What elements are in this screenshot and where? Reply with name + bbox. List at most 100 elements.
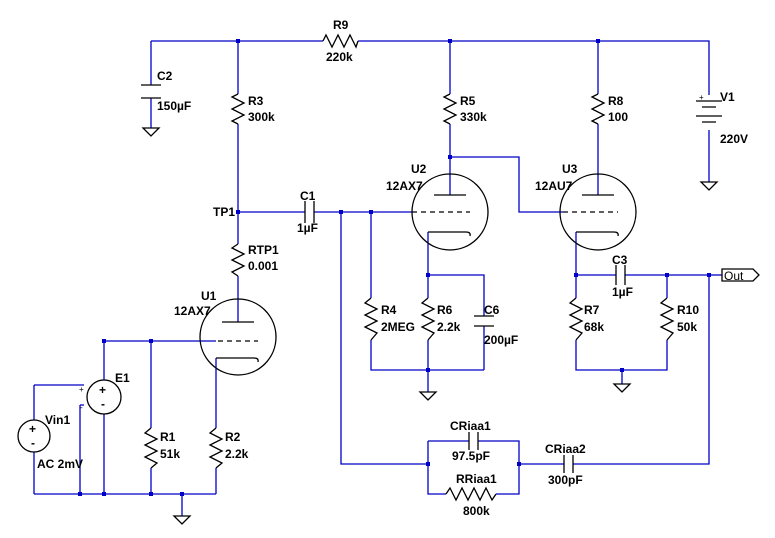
- label-rriaa1-name: RRiaa1: [456, 472, 497, 486]
- label-criaa1-value: 97.5pF: [452, 449, 490, 463]
- resistor-r2-symbol: [208, 427, 224, 469]
- label-c6-value: 200µF: [484, 333, 518, 347]
- junctions: [78, 39, 711, 496]
- tube-u3-cathode: [576, 231, 619, 237]
- label-r3-value: 300k: [248, 110, 275, 124]
- junction-dot: [339, 210, 343, 214]
- label-r8-value: 100: [608, 110, 628, 124]
- out-port-outline: [721, 268, 760, 282]
- label-r6-name: R6: [437, 303, 453, 317]
- capacitor-c2-symbol: [141, 84, 161, 99]
- wire-riaa-right: [478, 440, 520, 495]
- tube-u2-symbol: [411, 173, 489, 251]
- resistor-r8-symbol: [590, 93, 606, 125]
- wire-c6: [428, 274, 485, 370]
- label-criaa2-value: 300pF: [548, 473, 583, 487]
- resistor-r3-symbol: [230, 93, 246, 125]
- label-r5-name: R5: [460, 94, 476, 108]
- junction-dot: [180, 492, 184, 496]
- label-u3-name: U3: [562, 162, 578, 176]
- label-r5-value: 330k: [460, 110, 487, 124]
- capacitors: [141, 84, 626, 473]
- label-c2-name: C2: [157, 69, 173, 83]
- out-port-flag: Out: [721, 268, 760, 283]
- label-c1-value: 1µF: [297, 221, 318, 235]
- junction-dot: [620, 368, 624, 372]
- tube-u3-envelope: [559, 173, 637, 251]
- label-rriaa1-value: 800k: [463, 504, 490, 518]
- label-c1-name: C1: [300, 189, 316, 203]
- junction-dot: [517, 462, 521, 466]
- resistor-r1-symbol: [143, 427, 159, 469]
- label-rtp1-name: RTP1: [248, 243, 279, 257]
- source-vin1-plus: +: [29, 422, 36, 436]
- capacitor-c1-symbol: [304, 201, 315, 223]
- label-r3-name: R3: [248, 94, 264, 108]
- label-r1-name: R1: [160, 430, 176, 444]
- capacitor-criaa1-symbol: [468, 432, 479, 450]
- source-vin1-symbol: + -: [17, 419, 51, 453]
- resistors: [143, 33, 675, 502]
- label-r1-value: 51k: [160, 447, 180, 461]
- label-r7-value: 68k: [584, 320, 604, 334]
- label-c2-value: 150µF: [157, 99, 191, 113]
- label-tp1-net: TP1: [213, 205, 235, 219]
- label-c3-value: 1µF: [612, 285, 633, 299]
- battery-v1-symbol: +: [696, 93, 722, 123]
- wire-r4: [370, 212, 484, 371]
- label-r7-name: R7: [584, 303, 600, 317]
- source-e1-body: [86, 379, 122, 415]
- source-e1-minus: -: [101, 397, 105, 411]
- ground-icon: [418, 391, 438, 401]
- source-vin1-minus: -: [31, 436, 35, 450]
- label-r9-name: R9: [333, 18, 349, 32]
- label-u2-name: U2: [411, 162, 427, 176]
- battery-plate: [696, 100, 722, 123]
- label-v1-name: V1: [720, 90, 735, 104]
- source-e1-plus: +: [99, 383, 106, 397]
- resistor-r6-symbol: [420, 297, 436, 341]
- source-e1-ctrl-plus: +: [79, 385, 84, 394]
- battery-plus-sign: +: [699, 93, 704, 102]
- tube-u1-envelope: [199, 298, 277, 376]
- label-c6-name: C6: [484, 303, 500, 317]
- label-u1-type: 12AX7: [174, 304, 211, 318]
- label-u2-type: 12AX7: [386, 179, 423, 193]
- resistor-r10-symbol: [659, 297, 675, 341]
- junction-dot: [665, 273, 669, 277]
- wires: [33, 40, 722, 516]
- capacitor-criaa2-symbol: [563, 455, 574, 473]
- source-e1-symbol: + - + -: [79, 379, 122, 415]
- label-r4-value: 2MEG: [381, 320, 415, 334]
- junction-dot: [426, 368, 430, 372]
- wire-feedback-left: [340, 212, 428, 465]
- capacitor-c6-symbol: [474, 315, 494, 327]
- label-v1-value: 220V: [720, 132, 748, 146]
- labels: R9 220k C2 150µF R3 300k R5 330k R8 100 …: [37, 18, 748, 518]
- ground-icon: [699, 181, 719, 191]
- label-r9-value: 220k: [326, 50, 353, 64]
- label-u3-type: 12AU7: [535, 179, 573, 193]
- tube-u1-cathode: [216, 357, 259, 363]
- label-criaa1-name: CRiaa1: [450, 419, 491, 433]
- label-rtp1-value: 0.001: [248, 259, 278, 273]
- junction-dot: [426, 462, 430, 466]
- junction-dot: [574, 273, 578, 277]
- ground-icon: [612, 383, 632, 393]
- label-r10-value: 50k: [677, 320, 697, 334]
- junction-dot: [102, 339, 106, 343]
- label-r2-value: 2.2k: [225, 447, 249, 461]
- resistor-r7-symbol: [568, 297, 584, 341]
- label-criaa2-name: CRiaa2: [545, 442, 586, 456]
- wire-top-rail-right: [358, 40, 710, 95]
- tube-u2-cathode: [428, 231, 471, 237]
- wire-vin1: [33, 384, 84, 494]
- label-r4-name: R4: [381, 303, 397, 317]
- wire-riaa-left: [427, 440, 469, 495]
- resistor-r4-symbol: [363, 297, 379, 341]
- ground-icon: [141, 127, 161, 137]
- label-c3-name: C3: [612, 253, 628, 267]
- resistor-rriaa1-symbol: [445, 486, 497, 502]
- source-e1-ctrl-minus: -: [80, 403, 83, 412]
- label-r2-name: R2: [225, 430, 241, 444]
